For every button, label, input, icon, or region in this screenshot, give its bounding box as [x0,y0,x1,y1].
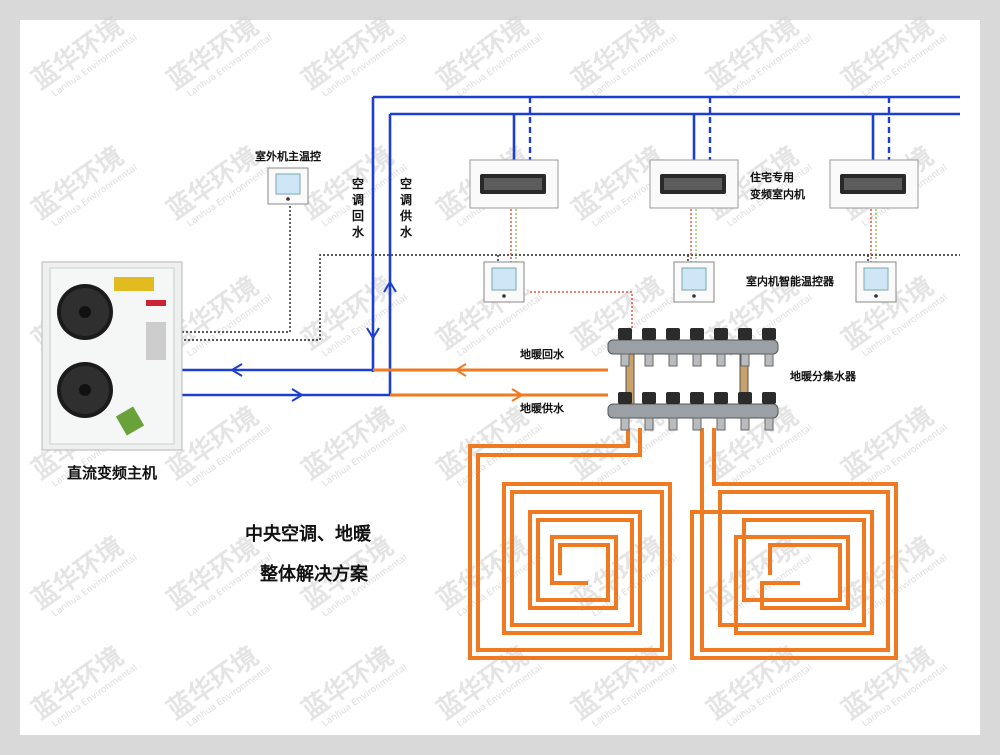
floor-coil-left [468,428,672,660]
thermostat-label: 室内机智能温控器 [746,274,835,288]
manifold-valve [690,328,704,367]
room-thermostat[interactable] [673,261,715,303]
manifold-valve [738,328,752,367]
outdoor-main-unit [41,261,183,451]
manifold-valve [690,392,704,431]
manifold-valve [618,328,632,367]
manifold-valve [666,328,680,367]
signal-wiring [510,205,877,330]
room-thermostat[interactable] [855,261,897,303]
manifold-valve [738,392,752,431]
room-thermostat[interactable] [483,261,525,303]
indoor-unit-label-line2: 变频室内机 [750,187,805,201]
manifold-valve [762,392,776,431]
manifold-valve [642,328,656,367]
outdoor-controller[interactable] [267,167,309,205]
ac-flow-arrows [230,280,397,402]
manifold-valve [714,392,728,431]
control-wiring [180,202,960,341]
title-line2: 整体解决方案 [259,563,369,585]
indoor-unit[interactable] [829,159,919,209]
main-unit-label: 直流变频主机 [67,464,157,482]
manifold-valve [618,392,632,431]
manifold-valve [762,328,776,367]
manifold-label: 地暖分集水器 [790,369,857,383]
indoor-unit[interactable] [649,159,739,209]
manifold-valve [714,328,728,367]
manifold-valve [666,392,680,431]
floor-pipes [373,368,608,397]
manifold [607,328,779,431]
floor-return-label: 地暖回水 [520,347,565,361]
floor-flow-arrows [454,363,524,402]
ac-pipes-dashed [528,97,891,168]
indoor-unit[interactable] [469,159,559,209]
outdoor-controller-label: 室外机主温控 [255,149,321,163]
ac-supply-label: 空调供水 [399,176,413,239]
indoor-unit-label-line1: 住宅专用 [750,170,794,184]
floor-coil-right [690,428,898,660]
floor-supply-label: 地暖供水 [520,401,565,415]
ac-pipes [180,95,960,397]
manifold-valve [642,392,656,431]
ac-return-label: 空调回水 [352,176,365,239]
title-line1: 中央空调、地暖 [245,523,372,545]
